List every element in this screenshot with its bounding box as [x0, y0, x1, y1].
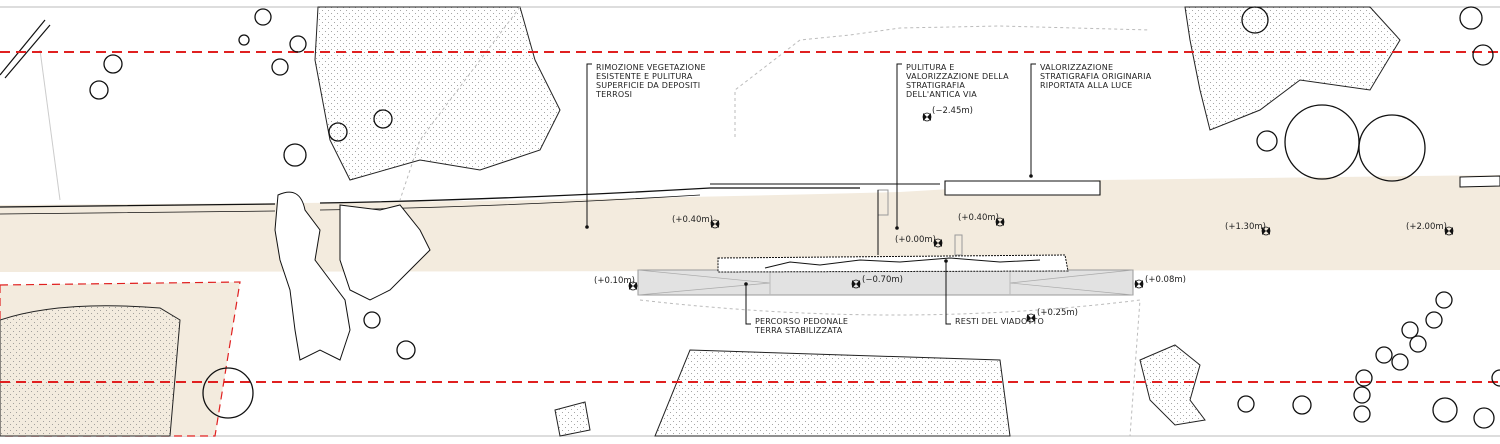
annotation-percorso: PERCORSO PEDONALE TERRA STABILIZZATA [744, 282, 848, 335]
level-marker: (+0.40m) [672, 215, 720, 229]
svg-text:RESTI DEL VIADOTTO: RESTI DEL VIADOTTO [955, 317, 1044, 326]
svg-text:RIMOZIONE VEGETAZIONE: RIMOZIONE VEGETAZIONE [596, 63, 706, 72]
svg-text:DELL'ANTICA VIA: DELL'ANTICA VIA [906, 90, 977, 99]
level-marker: (+0.25m) [1026, 308, 1078, 323]
hatched-area-small [554, 401, 591, 437]
hatched-area-right-bottom [1139, 344, 1206, 426]
viaduct-remains [717, 254, 1069, 273]
svg-text:SUPERFICIE DA DEPOSITI: SUPERFICIE DA DEPOSITI [596, 81, 700, 90]
svg-text:PERCORSO PEDONALE: PERCORSO PEDONALE [755, 317, 848, 326]
svg-text:VALORIZZAZIONE DELLA: VALORIZZAZIONE DELLA [906, 72, 1009, 81]
level-marker: (−2.45m) [922, 106, 973, 122]
svg-text:VALORIZZAZIONE: VALORIZZAZIONE [1040, 63, 1113, 72]
svg-text:RIPORTATA ALLA LUCE: RIPORTATA ALLA LUCE [1040, 81, 1132, 90]
hatched-area-top [314, 6, 561, 181]
level-marker: (−0.70m) [851, 275, 903, 289]
svg-text:(+0.00m): (+0.00m) [895, 235, 936, 245]
level-marker: (+0.40m) [958, 213, 1005, 227]
svg-text:(+0.40m): (+0.40m) [958, 213, 999, 223]
svg-text:(+1.30m): (+1.30m) [1225, 222, 1266, 232]
svg-text:(+0.25m): (+0.25m) [1037, 308, 1078, 318]
svg-text:(+0.10m): (+0.10m) [594, 276, 635, 286]
svg-text:STRATIGRAFIA: STRATIGRAFIA [906, 81, 965, 90]
level-marker: (+2.00m) [1406, 222, 1454, 236]
level-marker: (+0.00m) [895, 235, 943, 248]
svg-text:(+0.40m): (+0.40m) [672, 215, 713, 225]
annotation-rimozione: RIMOZIONE VEGETAZIONE ESISTENTE E PULITU… [585, 63, 706, 229]
svg-text:TERRA STABILIZZATA: TERRA STABILIZZATA [754, 326, 843, 335]
svg-text:(−0.70m): (−0.70m) [862, 275, 903, 285]
level-marker: (+1.30m) [1225, 222, 1271, 236]
level-marker: (+0.10m) [594, 276, 638, 291]
hatched-area-left [0, 305, 181, 437]
svg-text:TERROSI: TERROSI [595, 90, 632, 99]
vegetation-irregular [274, 191, 431, 361]
svg-text:ESISTENTE E PULITURA: ESISTENTE E PULITURA [596, 72, 693, 81]
svg-text:(+0.08m): (+0.08m) [1145, 275, 1186, 285]
wall-edge [0, 187, 860, 208]
svg-text:PULITURA E: PULITURA E [906, 63, 955, 72]
annotation-pulitura: PULITURA E VALORIZZAZIONE DELLA STRATIGR… [895, 63, 1009, 230]
svg-text:STRATIGRAFIA ORIGINARIA: STRATIGRAFIA ORIGINARIA [1040, 72, 1152, 81]
hatched-area-right [1184, 6, 1401, 131]
level-marker: (+0.08m) [1134, 275, 1186, 289]
svg-text:(+2.00m): (+2.00m) [1406, 222, 1447, 232]
hatched-area-bottom [654, 349, 1011, 437]
trees [89, 6, 1500, 429]
annotation-valorizzazione: VALORIZZAZIONE STRATIGRAFIA ORIGINARIA R… [1029, 63, 1152, 178]
annotation-resti: RESTI DEL VIADOTTO [944, 259, 1044, 326]
svg-text:(−2.45m): (−2.45m) [932, 106, 973, 116]
